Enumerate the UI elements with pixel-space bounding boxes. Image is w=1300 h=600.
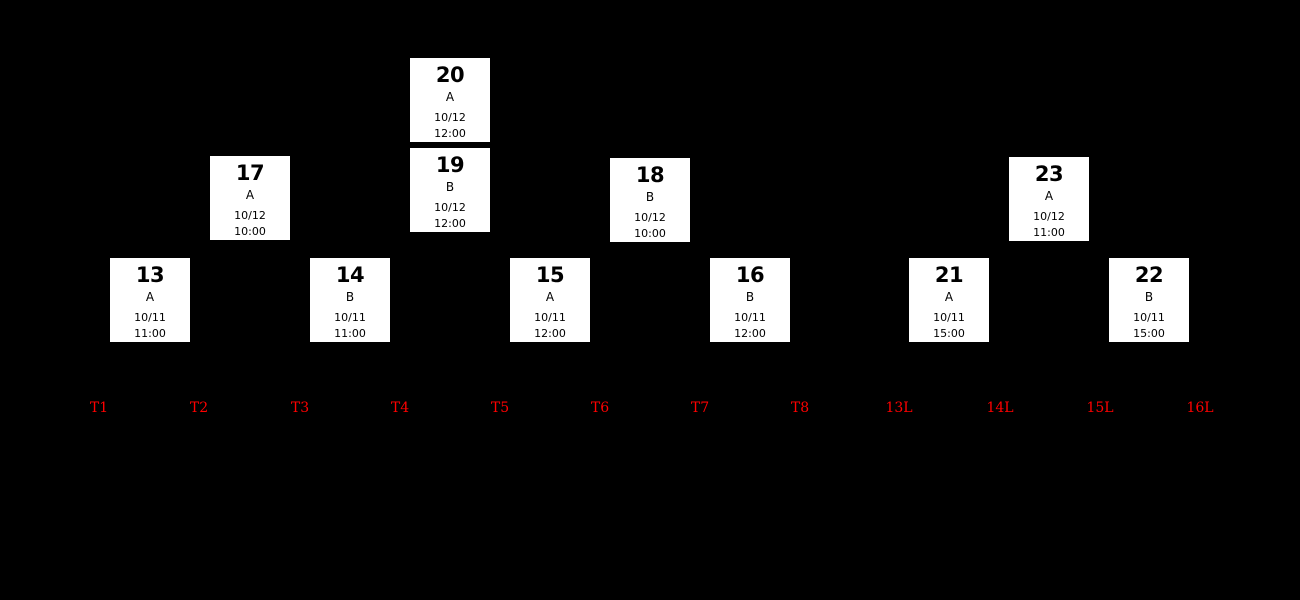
axis-label: T7 bbox=[690, 400, 710, 416]
node-id: 17 bbox=[235, 161, 265, 185]
node-type: B bbox=[745, 290, 755, 305]
axis-label: T2 bbox=[189, 400, 209, 416]
node-type: B bbox=[345, 290, 355, 305]
axis-label: T6 bbox=[590, 400, 610, 416]
node-id: 23 bbox=[1034, 162, 1064, 186]
node-time: 12:00 bbox=[434, 127, 466, 141]
node-id: 19 bbox=[435, 153, 465, 177]
node-id: 20 bbox=[435, 63, 465, 87]
node-time: 11:00 bbox=[134, 327, 166, 341]
node-date: 10/11 bbox=[334, 311, 366, 325]
node-date: 10/12 bbox=[434, 201, 466, 215]
node-time: 11:00 bbox=[334, 327, 366, 341]
node-type: B bbox=[645, 190, 655, 205]
axis-label: 15L bbox=[1086, 400, 1114, 416]
node-time: 15:00 bbox=[933, 327, 965, 341]
node-time: 10:00 bbox=[634, 227, 666, 241]
node-date: 10/12 bbox=[434, 111, 466, 125]
axis-label: T3 bbox=[290, 400, 310, 416]
node-time: 10:00 bbox=[234, 225, 266, 239]
node-date: 10/11 bbox=[933, 311, 965, 325]
node-type: A bbox=[245, 188, 255, 203]
node-id: 16 bbox=[735, 263, 765, 287]
axis-label: T8 bbox=[790, 400, 810, 416]
node-date: 10/11 bbox=[734, 311, 766, 325]
node-time: 12:00 bbox=[734, 327, 766, 341]
node-type: B bbox=[445, 180, 455, 195]
node-time: 11:00 bbox=[1033, 226, 1065, 240]
axis-label: 16L bbox=[1186, 400, 1214, 416]
node-type: A bbox=[1044, 189, 1054, 204]
axis-label: 14L bbox=[986, 400, 1014, 416]
node-type: A bbox=[545, 290, 555, 305]
node-id: 22 bbox=[1134, 263, 1164, 287]
node-time: 12:00 bbox=[534, 327, 566, 341]
node-date: 10/12 bbox=[1033, 210, 1065, 224]
node-id: 15 bbox=[535, 263, 565, 287]
node-type: B bbox=[1144, 290, 1154, 305]
node-id: 13 bbox=[135, 263, 165, 287]
node-time: 12:00 bbox=[434, 217, 466, 231]
node-date: 10/12 bbox=[634, 211, 666, 225]
node-id: 14 bbox=[335, 263, 365, 287]
node-time: 15:00 bbox=[1133, 327, 1165, 341]
axis-label: T5 bbox=[490, 400, 510, 416]
node-date: 10/11 bbox=[534, 311, 566, 325]
node-id: 21 bbox=[934, 263, 964, 287]
node-type: A bbox=[944, 290, 954, 305]
axis-label: T4 bbox=[390, 400, 410, 416]
node-type: A bbox=[445, 90, 455, 105]
axis-label: T1 bbox=[89, 400, 109, 416]
node-date: 10/12 bbox=[234, 209, 266, 223]
node-type: A bbox=[145, 290, 155, 305]
node-id: 18 bbox=[635, 163, 665, 187]
axis-label: 13L bbox=[885, 400, 913, 416]
node-date: 10/11 bbox=[1133, 311, 1165, 325]
node-date: 10/11 bbox=[134, 311, 166, 325]
